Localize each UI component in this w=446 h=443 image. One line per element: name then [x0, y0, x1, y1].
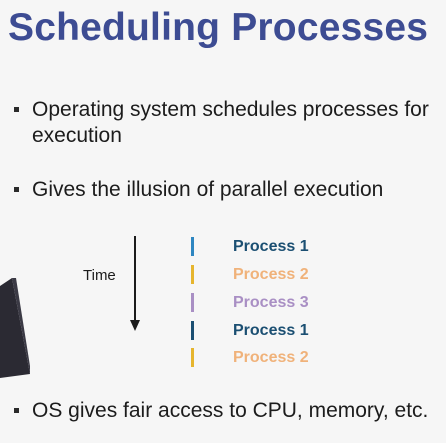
process-label: Process 2 — [233, 349, 309, 366]
timeline-row: Process 2 — [188, 347, 388, 369]
process-label: Process 1 — [233, 238, 309, 255]
timeline-tick — [191, 321, 194, 340]
bullet-square-icon — [14, 408, 19, 413]
bullet-text: Gives the illusion of parallel execution — [32, 178, 384, 201]
bullet-item: Gives the illusion of parallel execution — [14, 177, 434, 203]
time-label: Time — [83, 267, 116, 284]
timeline-tick — [191, 265, 194, 284]
timeline-row: Process 3 — [188, 292, 388, 314]
timeline-row: Process 2 — [188, 264, 388, 286]
presenter-silhouette — [0, 278, 30, 378]
slide-title: Scheduling Processes — [8, 6, 429, 49]
bullet-item: OS gives fair access to CPU, memory, etc… — [14, 398, 434, 424]
process-label: Process 2 — [233, 266, 309, 283]
timeline-row: Process 1 — [188, 236, 388, 258]
bullet-text: OS gives fair access to CPU, memory, etc… — [32, 399, 429, 422]
timeline-row: Process 1 — [188, 320, 388, 342]
bullet-text: Operating system schedules processes for… — [32, 98, 429, 147]
bullet-item: Operating system schedules processes for… — [14, 97, 434, 149]
timeline-tick — [191, 237, 194, 256]
bullet-square-icon — [14, 107, 19, 112]
bullet-square-icon — [14, 187, 19, 192]
timeline-tick — [191, 293, 194, 312]
time-arrow-icon — [130, 236, 140, 331]
timeline-tick — [191, 348, 194, 367]
process-label: Process 3 — [233, 294, 309, 311]
process-label: Process 1 — [233, 322, 309, 339]
